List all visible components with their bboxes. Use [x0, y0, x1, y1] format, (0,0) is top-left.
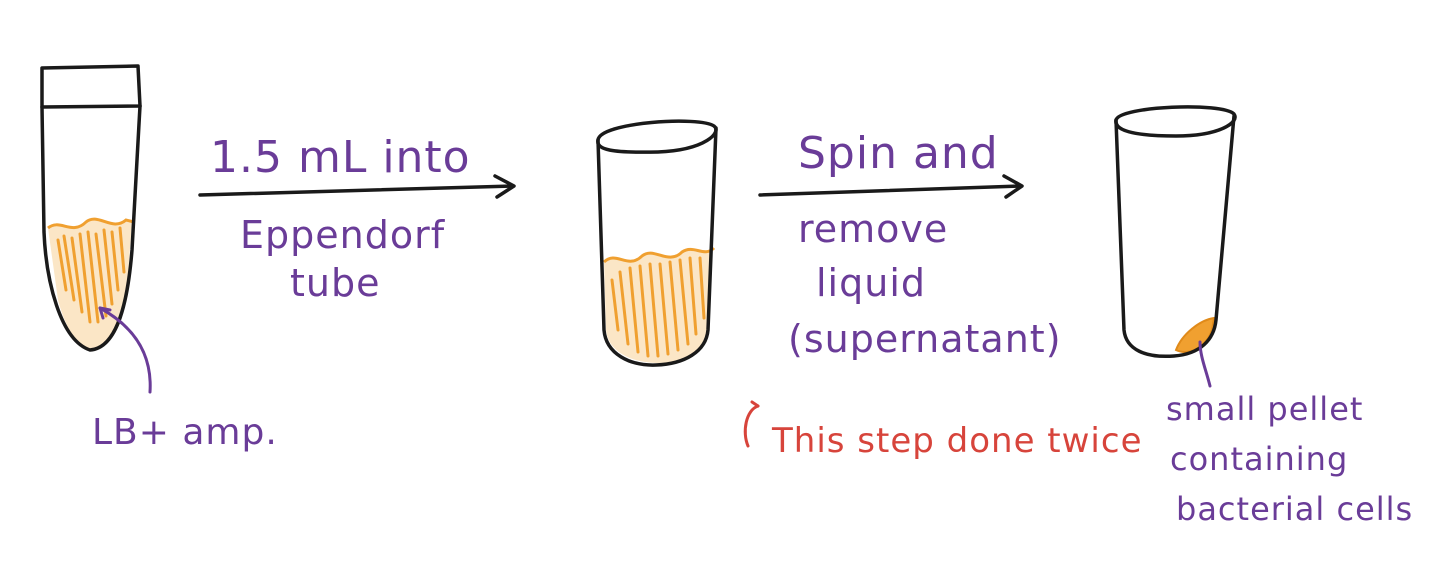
eppendorf-liquid: [602, 246, 716, 364]
transfer-label-line1: 1.5 mL into: [210, 132, 471, 183]
culture-tube: [40, 64, 142, 352]
spin-arrow: [758, 174, 1024, 199]
culture-liquid: [47, 217, 135, 349]
spin-label-line3: liquid: [816, 261, 926, 305]
spin-label-line2: remove: [798, 207, 948, 251]
pellet-label-line2: containing: [1170, 440, 1348, 478]
pellet-label: small pellet containing bacterial cells: [1166, 390, 1413, 528]
pellet-pointer-line: [1198, 340, 1212, 388]
pellet-label-line1: small pellet: [1166, 390, 1363, 428]
pellet-label-line3: bacterial cells: [1176, 490, 1413, 528]
spin-label-line1: Spin and: [798, 128, 999, 179]
tube1-label: LB+ amp.: [92, 412, 278, 453]
transfer-label: 1.5 mL into Eppendorf tube: [210, 132, 471, 305]
bacterial-pellet: [1174, 316, 1216, 353]
eppendorf-tube-full: [596, 119, 718, 367]
note-bracket-mark: [743, 400, 760, 448]
spin-label: Spin and remove liquid (supernatant): [788, 128, 1062, 361]
repeat-note: This step done twice: [771, 421, 1143, 461]
eppendorf-tube-pellet: [1114, 105, 1237, 359]
transfer-label-line3: tube: [290, 261, 380, 305]
lb-pointer-arrow: [98, 306, 152, 394]
spin-label-line4: (supernatant): [788, 317, 1062, 361]
transfer-arrow: [198, 174, 516, 199]
transfer-label-line2: Eppendorf: [240, 213, 446, 257]
